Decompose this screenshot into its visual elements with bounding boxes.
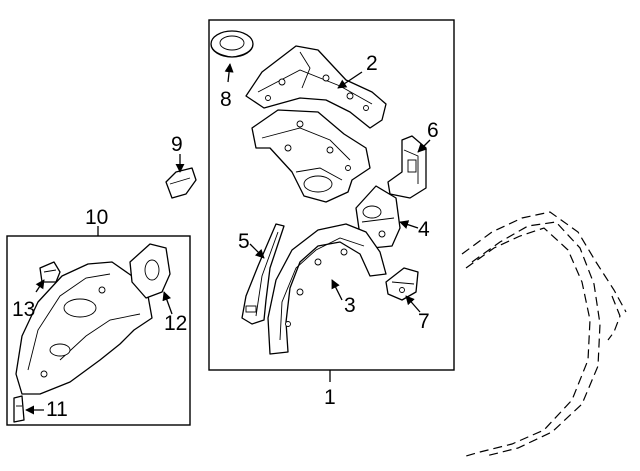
part-6-bracket[interactable]	[387, 135, 427, 199]
callout-11[interactable]: 11	[46, 398, 68, 421]
callout-1[interactable]: 1	[324, 386, 336, 409]
main-assembly-frame	[208, 19, 455, 371]
leader-lines	[25, 63, 431, 415]
part-2-upper-bracket[interactable]	[245, 45, 387, 129]
callout-13[interactable]: 13	[12, 298, 35, 321]
callout-12[interactable]: 12	[164, 312, 187, 335]
callout-8[interactable]: 8	[220, 88, 232, 111]
part-10-wheelhouse[interactable]	[15, 261, 153, 395]
callout-6[interactable]: 6	[427, 119, 439, 142]
part-8-plug[interactable]	[210, 30, 254, 58]
callout-2[interactable]: 2	[366, 52, 378, 75]
quarter-panel-outline	[461, 211, 627, 457]
part-inner-quarter-panel[interactable]	[251, 109, 371, 203]
part-12-bracket[interactable]	[129, 243, 171, 299]
callout-5[interactable]: 5	[238, 230, 250, 253]
part-3-wheel-arch[interactable]	[267, 223, 387, 355]
callout-10[interactable]: 10	[85, 206, 108, 229]
callout-3[interactable]: 3	[344, 294, 356, 317]
part-7-block[interactable]	[385, 267, 419, 301]
part-9-bracket[interactable]	[165, 167, 197, 199]
callout-4[interactable]: 4	[418, 218, 430, 241]
part-13-clip[interactable]	[39, 261, 61, 283]
callout-7[interactable]: 7	[418, 310, 430, 333]
part-5-pillar[interactable]	[241, 223, 285, 325]
part-11-clip[interactable]	[13, 395, 25, 423]
callout-9[interactable]: 9	[171, 133, 183, 156]
